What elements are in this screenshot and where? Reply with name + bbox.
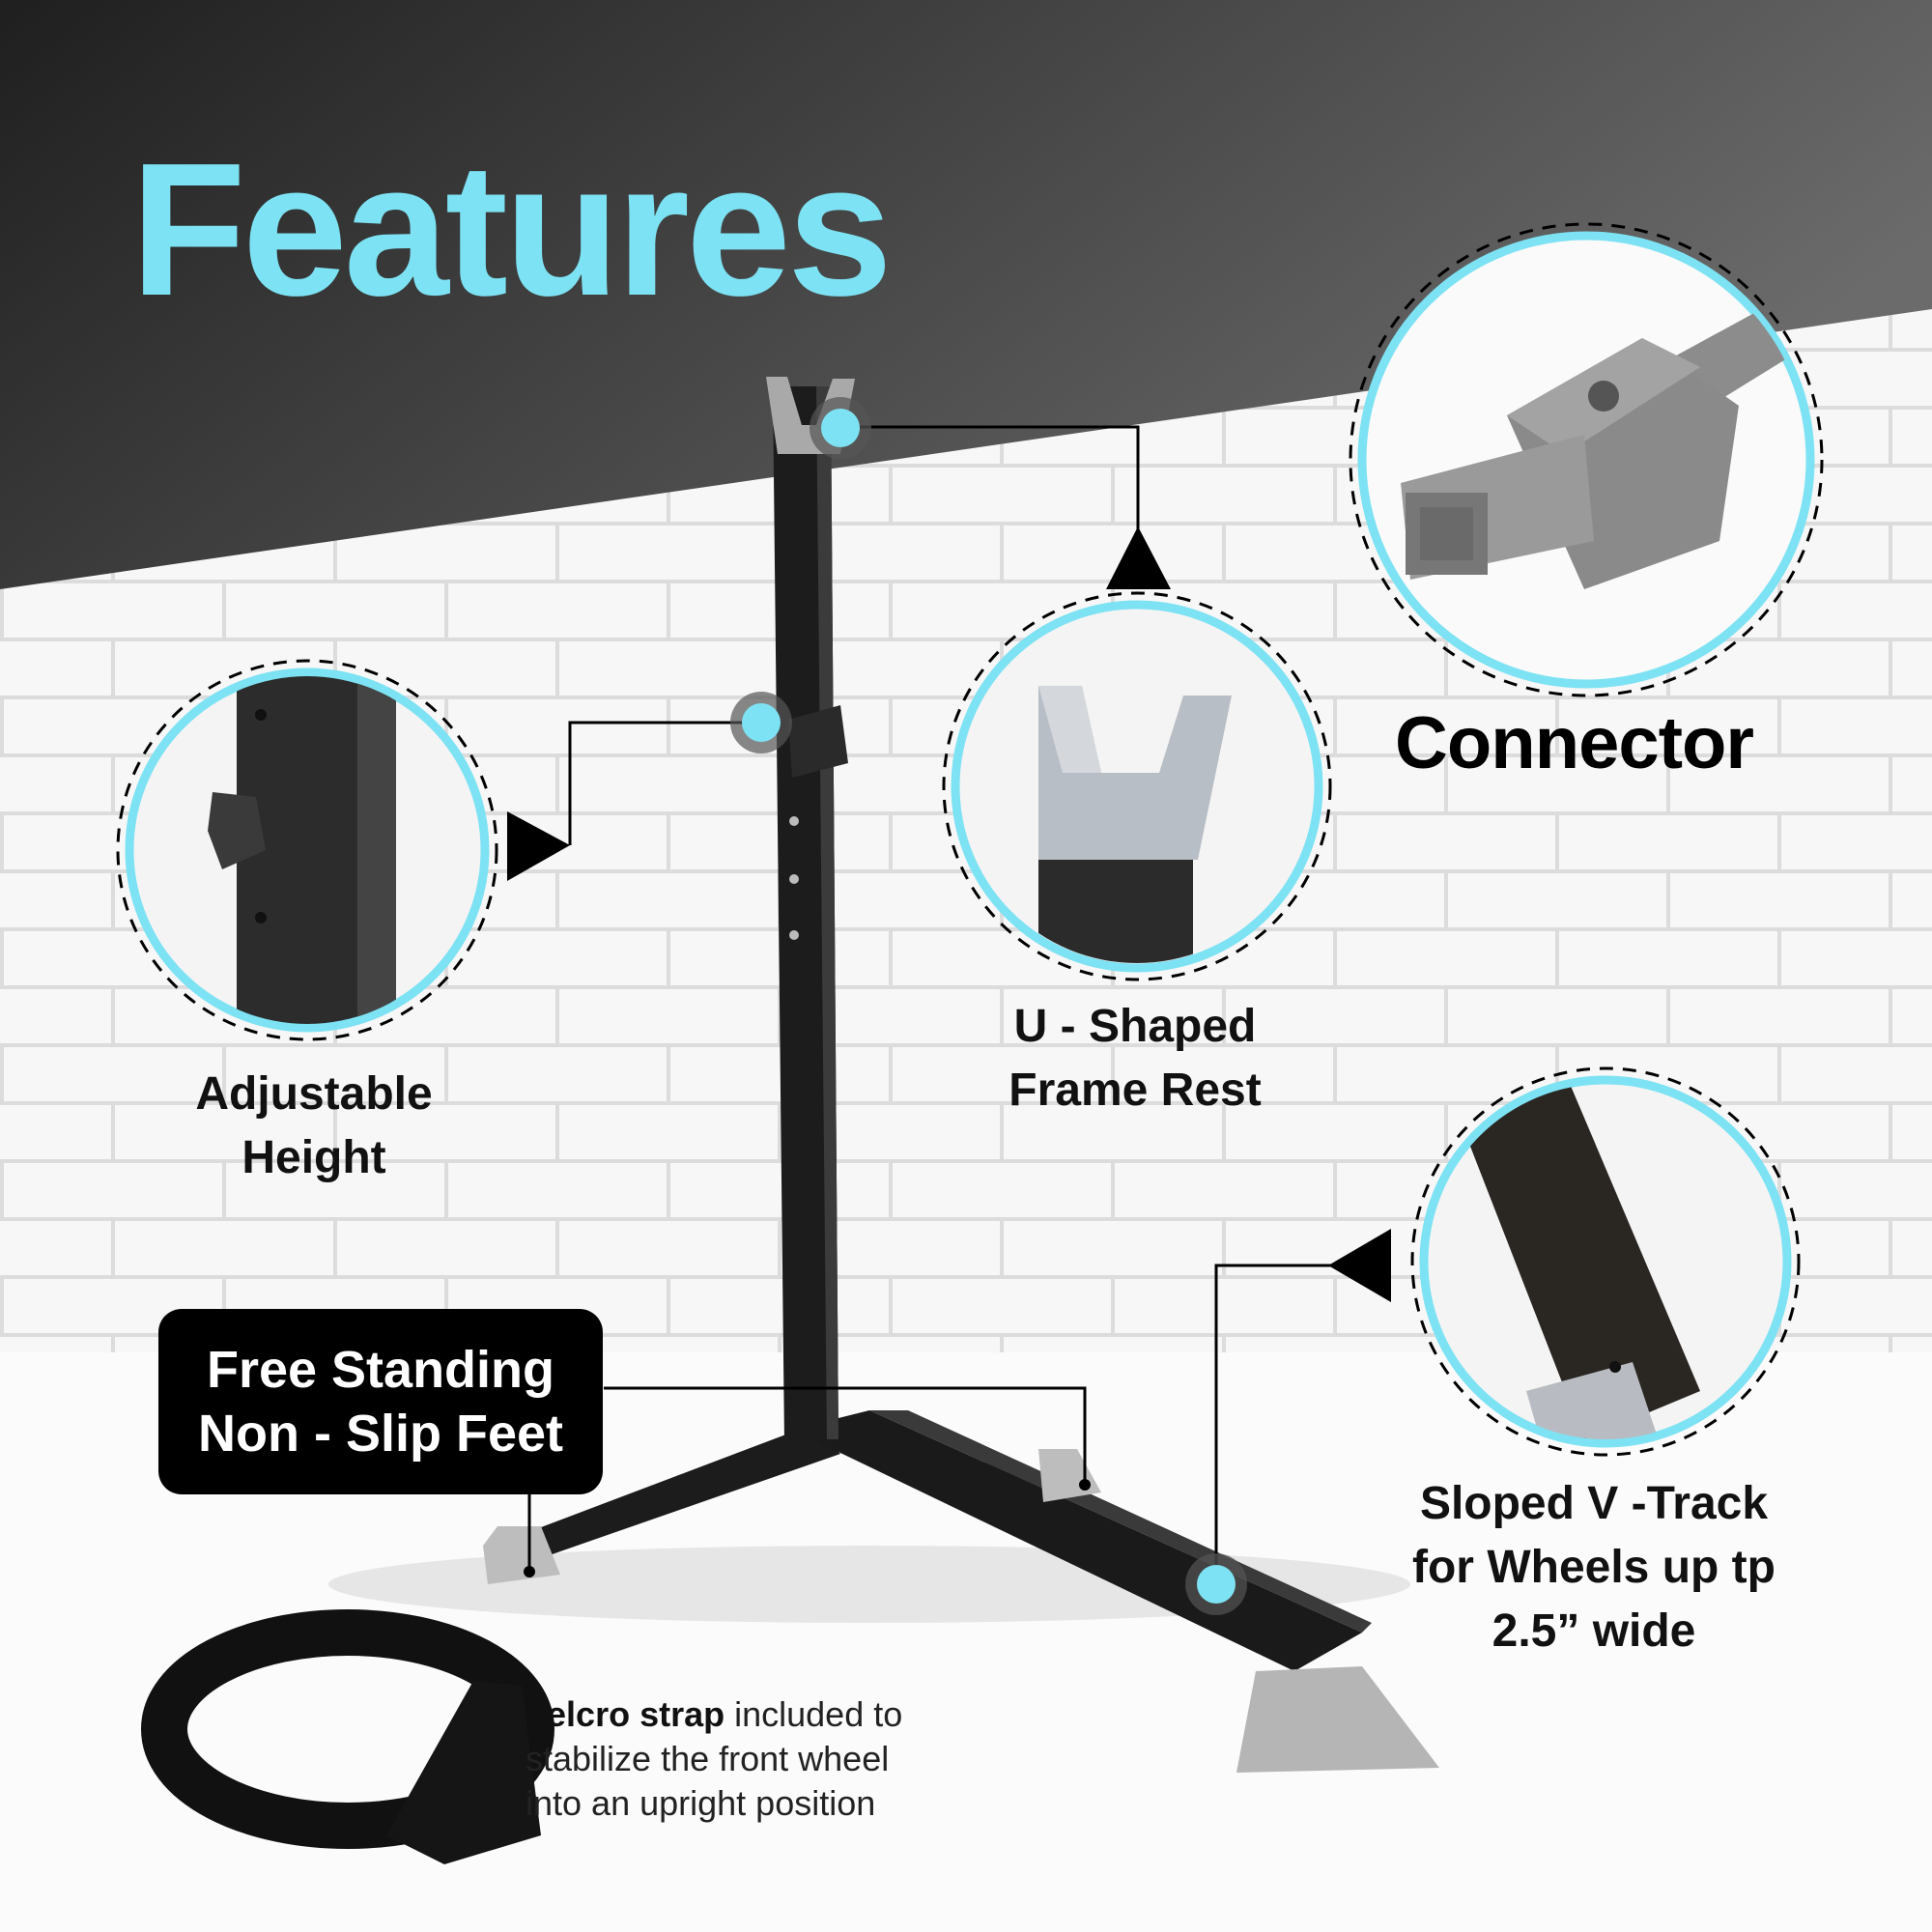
page-title: Features — [130, 124, 893, 335]
connector-label: Connector — [1395, 702, 1754, 784]
stand-hole — [789, 816, 799, 826]
stand-height-clamp — [788, 705, 848, 778]
free-standing-badge-line1: Free Standing — [206, 1341, 555, 1399]
stand-left-leg — [493, 1425, 840, 1565]
v-track-label: Sloped V -Track for Wheels up tp 2.5” wi… — [1381, 1472, 1806, 1663]
velcro-description: Velcro strap included to stabilize the f… — [526, 1692, 902, 1826]
leader-lines — [527, 425, 1331, 1578]
arrow-up-icon — [1106, 526, 1171, 589]
hotspot-foot-left — [524, 1566, 535, 1577]
hotspot-v-track — [1185, 1553, 1247, 1615]
velcro-line3: into an upright position — [526, 1783, 876, 1823]
velcro-line2: stabilize the front wheel — [526, 1739, 890, 1778]
stand-hole — [789, 874, 799, 884]
hotspot-height — [730, 692, 792, 753]
header-band — [0, 0, 1932, 589]
velcro-line1-rest: included to — [724, 1694, 903, 1734]
zoom-v-track — [1410, 1066, 1801, 1457]
stand-foot-front — [1236, 1666, 1439, 1773]
stand-hole — [789, 930, 799, 940]
free-standing-badge: Free Standing Non - Slip Feet — [158, 1309, 603, 1494]
arrow-right-icon — [1328, 1229, 1391, 1302]
frame-rest-label: U - Shaped Frame Rest — [990, 995, 1280, 1122]
hotspot-foot-rear — [1079, 1479, 1091, 1491]
stand-upright-highlight — [816, 386, 838, 1439]
frame-rest-label-line1: U - Shaped — [1013, 1001, 1257, 1052]
zoom-frame-rest — [942, 591, 1332, 981]
velcro-line1: Velcro strap included to — [526, 1692, 902, 1737]
velcro-bold: Velcro strap — [526, 1694, 725, 1734]
velcro-strap-image — [141, 1609, 554, 1864]
frame-rest-label-line2: Frame Rest — [1009, 1065, 1262, 1116]
v-track-label-line3: 2.5” wide — [1492, 1605, 1696, 1657]
hotspot-frame-rest — [810, 397, 871, 459]
zoom-adjustable-height — [116, 659, 498, 1041]
arrow-left-icon — [507, 811, 570, 881]
free-standing-badge-line2: Non - Slip Feet — [198, 1405, 563, 1463]
adjustable-height-label-line1: Adjustable — [195, 1068, 433, 1120]
zoom-connector — [1349, 222, 1824, 697]
adjustable-height-label-line2: Height — [242, 1132, 386, 1183]
v-track-label-line1: Sloped V -Track — [1419, 1478, 1769, 1529]
stand-foot-left — [483, 1526, 560, 1584]
adjustable-height-label: Adjustable Height — [169, 1063, 459, 1190]
v-track-label-line2: for Wheels up tp — [1412, 1542, 1776, 1593]
